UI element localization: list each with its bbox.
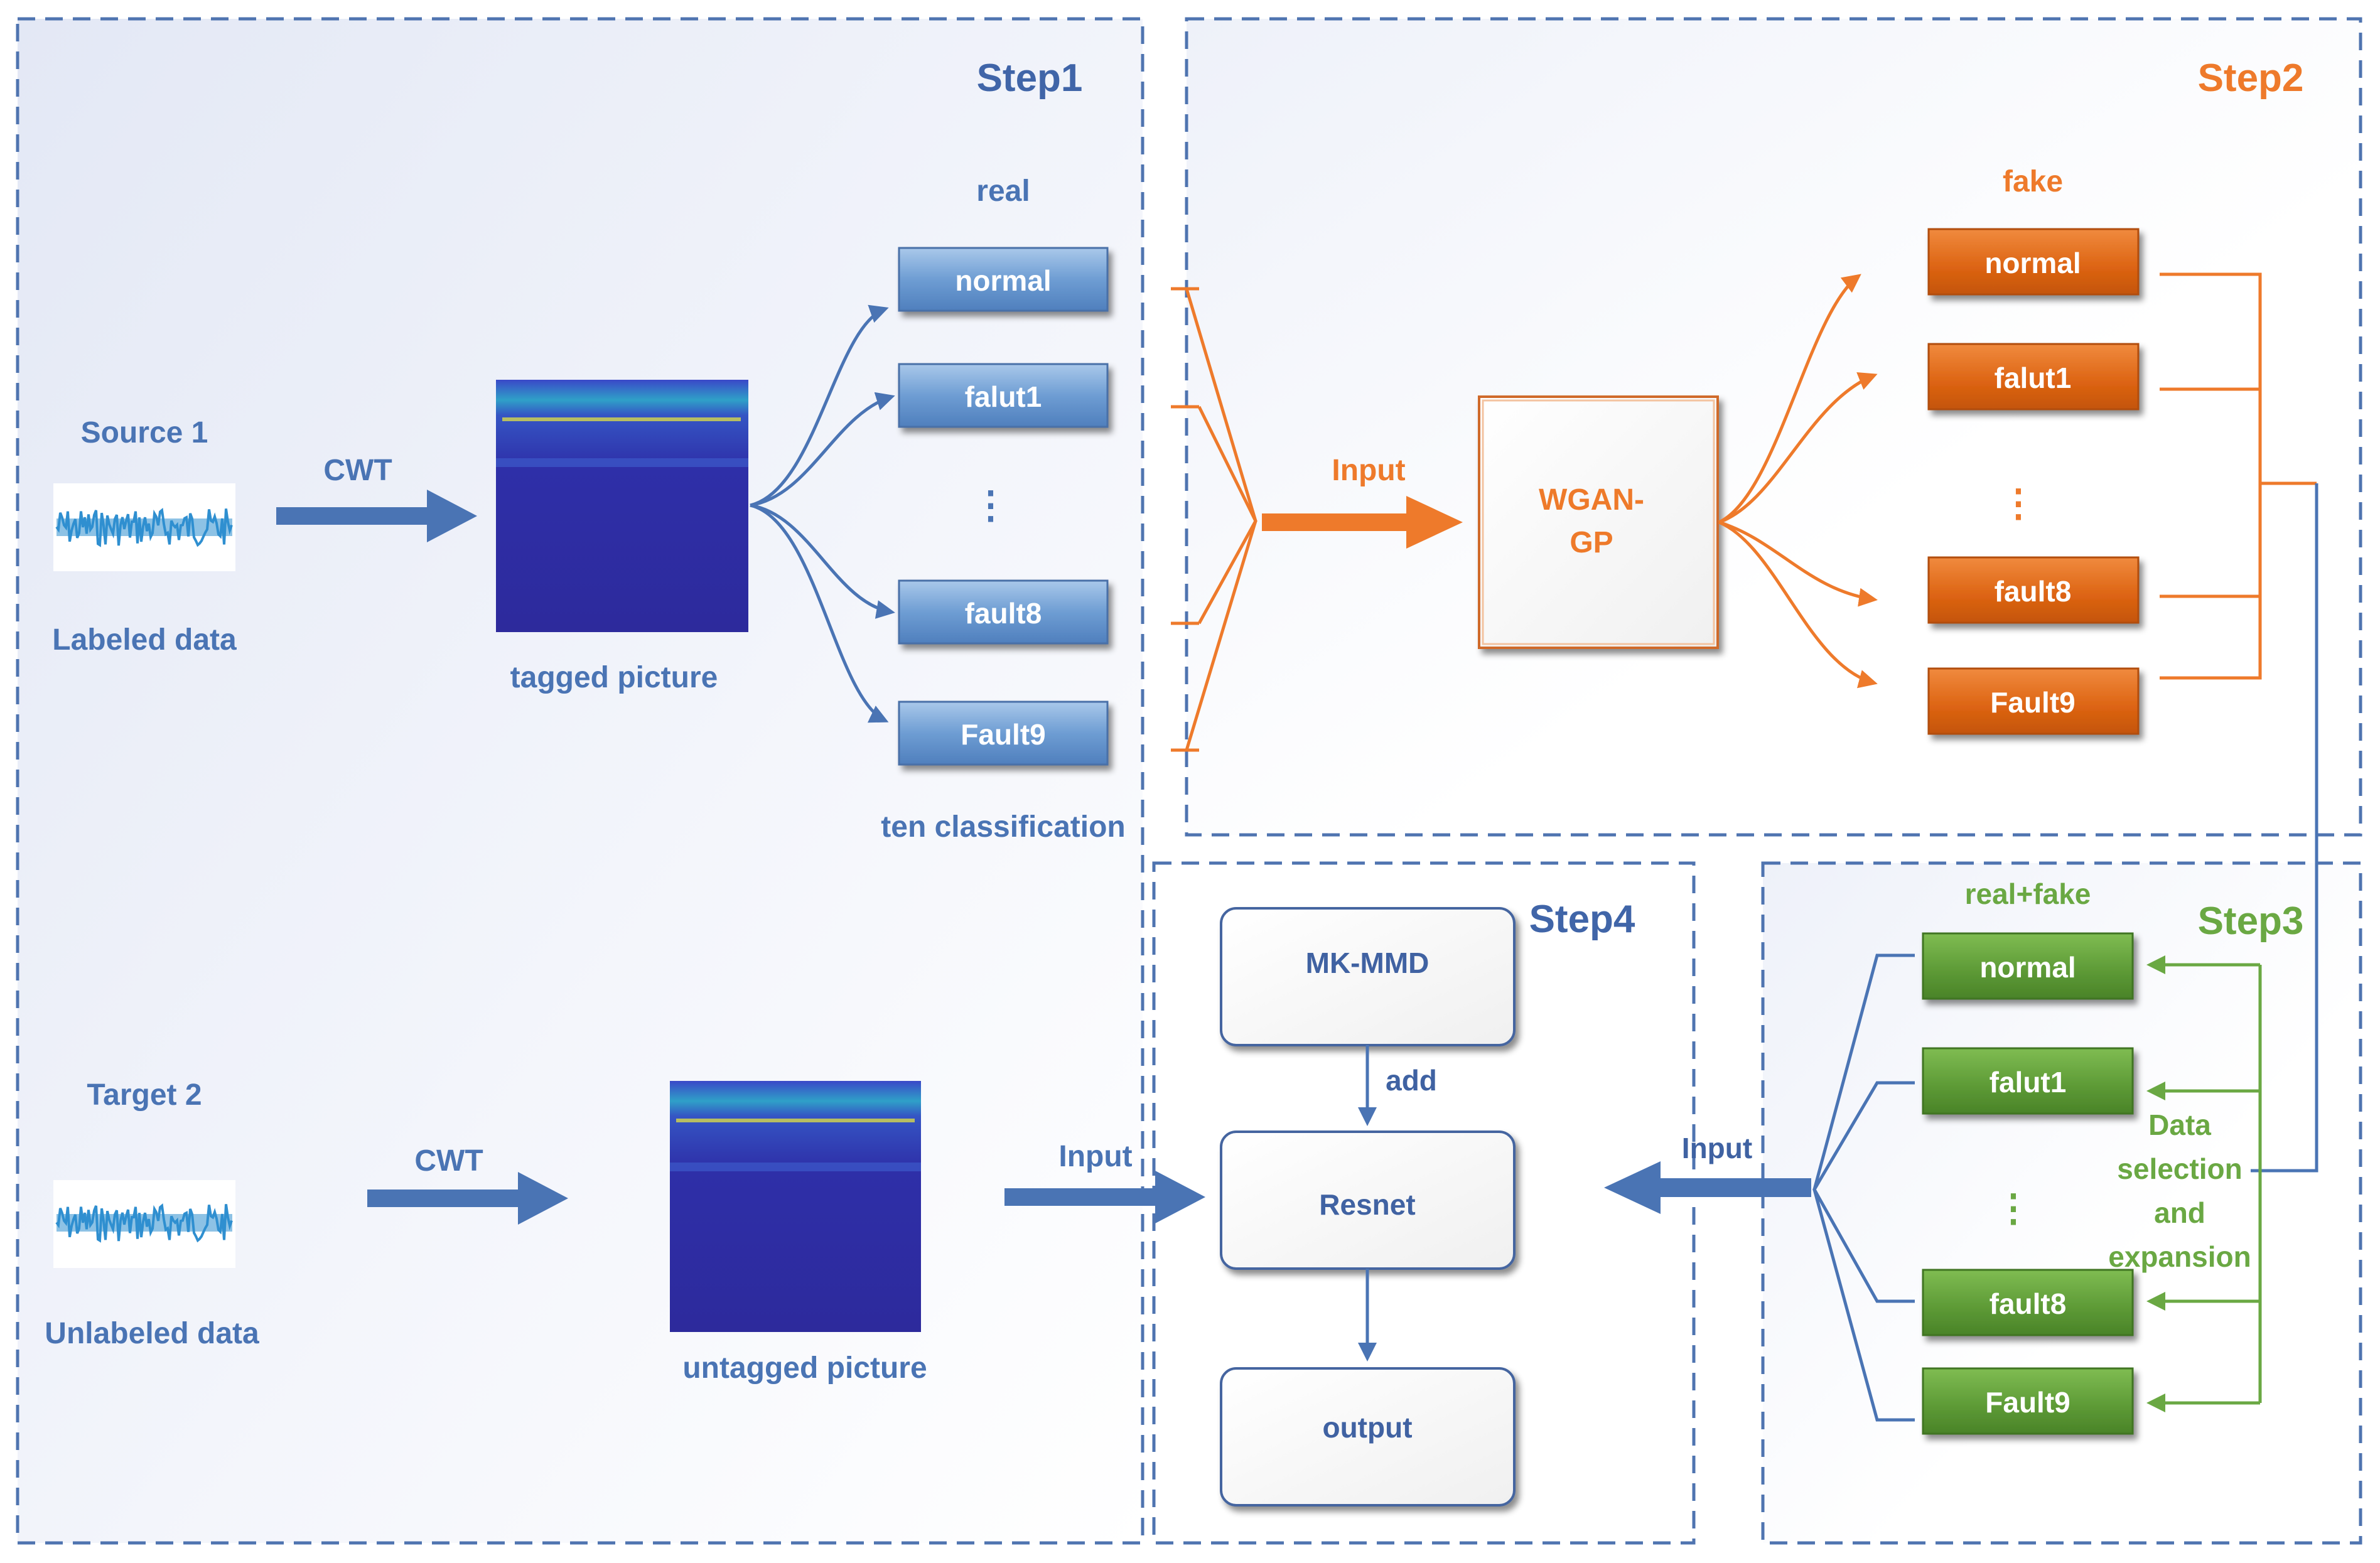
source-label: Source 1 xyxy=(81,416,208,449)
arrow-to-fake-fault9 xyxy=(1718,520,1878,689)
real-normal-box: normal xyxy=(898,247,1109,312)
step3-title: Step3 xyxy=(2198,900,2304,943)
cwt-arrow-top xyxy=(276,490,477,542)
fake-normal-box: normal xyxy=(1927,228,2140,296)
step2-title: Step2 xyxy=(2198,56,2304,100)
arrow-to-real-fault8 xyxy=(750,503,895,619)
selection-line-1: Data xyxy=(2148,1109,2211,1141)
arrow-to-fake-falut1 xyxy=(1718,372,1878,524)
real-falut1-label: falut1 xyxy=(965,380,1042,413)
step2-background xyxy=(1187,19,2361,835)
add-label: add xyxy=(1386,1064,1437,1097)
tagged-picture-spectrogram xyxy=(496,380,748,632)
fake-fault8-label: fault8 xyxy=(1995,575,2072,608)
real-falut1-box: falut1 xyxy=(898,363,1109,428)
blue-mixed-bracket xyxy=(1812,953,1915,1422)
input-arrow-to-resnet-left xyxy=(1004,1171,1205,1223)
wgan-gp-box: WGAN- GP xyxy=(1478,395,1719,649)
green-selection-bracket xyxy=(2146,955,2262,1412)
fake-normal-label: normal xyxy=(1984,247,2081,279)
orange-input-bracket xyxy=(1171,287,1257,752)
arrow-to-fake-normal xyxy=(1718,274,1861,524)
real-fake-header: real+fake xyxy=(1965,878,2091,910)
selection-line-3: and xyxy=(2154,1196,2205,1229)
source-signal-waveform xyxy=(53,483,235,571)
arrow-to-real-normal xyxy=(750,304,889,507)
step1-border xyxy=(16,17,1144,1545)
wgan-gp-label-line2: GP xyxy=(1570,526,1613,559)
real-ellipsis: ⋮ xyxy=(972,484,1010,526)
target-signal-waveform xyxy=(53,1180,235,1268)
unlabeled-data-caption: Unlabeled data xyxy=(45,1317,259,1350)
mkmmd-label: MK-MMD xyxy=(1306,947,1430,979)
mixed-fault9-label: Fault9 xyxy=(1985,1386,2070,1419)
cwt-label-top: CWT xyxy=(323,454,392,487)
input-arrow-to-wgan xyxy=(1262,496,1463,549)
wgan-gp-label-line1: WGAN- xyxy=(1539,483,1644,517)
step1-title: Step1 xyxy=(977,56,1083,100)
step3-border xyxy=(1761,861,2362,1545)
mixed-falut1-label: falut1 xyxy=(1990,1066,2067,1098)
resnet-label: Resnet xyxy=(1319,1188,1415,1221)
real-normal-label: normal xyxy=(955,264,1051,297)
selection-line-4: expansion xyxy=(2108,1240,2251,1273)
fake-header: fake xyxy=(2003,165,2063,198)
cwt-label-bottom: CWT xyxy=(414,1144,483,1178)
arrow-to-real-falut1 xyxy=(750,392,895,507)
labeled-data-caption: Labeled data xyxy=(52,623,237,657)
arrow-to-real-fault9 xyxy=(750,503,889,723)
input-label-bottom: Input xyxy=(1058,1140,1132,1173)
cwt-arrow-bottom xyxy=(367,1172,568,1225)
target-label: Target 2 xyxy=(87,1078,202,1112)
ten-classification-caption: ten classification xyxy=(881,810,1125,844)
resnet-box: Resnet xyxy=(1220,1131,1516,1270)
step2-border xyxy=(1185,17,2362,837)
fake-fault8-box: fault8 xyxy=(1927,556,2140,624)
untagged-picture-caption: untagged picture xyxy=(682,1351,927,1385)
fake-fault9-box: Fault9 xyxy=(1927,667,2140,735)
real-fault9-label: Fault9 xyxy=(961,718,1045,751)
fake-fault9-label: Fault9 xyxy=(1990,686,2075,719)
output-label: output xyxy=(1322,1411,1412,1444)
input-arrow-to-resnet-right xyxy=(1604,1161,1811,1214)
arrow-to-fake-fault8 xyxy=(1718,520,1878,607)
mixed-fault8-box: fault8 xyxy=(1922,1269,2134,1336)
mixed-fault9-box: Fault9 xyxy=(1922,1367,2134,1435)
real-fault8-box: fault8 xyxy=(898,579,1109,645)
step2-input-label: Input xyxy=(1332,454,1405,487)
mixed-normal-label: normal xyxy=(1979,951,2076,984)
mixed-ellipsis: ⋮ xyxy=(1995,1187,2032,1229)
connector-to-step3 xyxy=(2251,483,2318,1173)
real-fault8-label: fault8 xyxy=(965,597,1042,630)
tagged-picture-caption: tagged picture xyxy=(510,661,718,694)
fake-output-bracket xyxy=(2160,272,2317,680)
step3-input-label: Input xyxy=(1682,1132,1752,1164)
fake-ellipsis: ⋮ xyxy=(2000,482,2037,524)
fake-falut1-box: falut1 xyxy=(1927,343,2140,411)
mixed-falut1-box: falut1 xyxy=(1922,1047,2134,1115)
untagged-picture-spectrogram xyxy=(670,1081,921,1332)
selection-line-2: selection xyxy=(2117,1152,2242,1185)
mkmmd-box: MK-MMD xyxy=(1220,907,1516,1046)
output-box: output xyxy=(1220,1367,1516,1507)
mixed-normal-box: normal xyxy=(1922,932,2134,1000)
step4-title: Step4 xyxy=(1529,898,1635,941)
real-header: real xyxy=(976,175,1030,208)
real-fault9-box: Fault9 xyxy=(898,701,1109,766)
fake-falut1-label: falut1 xyxy=(1995,362,2072,394)
mixed-fault8-label: fault8 xyxy=(1990,1287,2067,1320)
